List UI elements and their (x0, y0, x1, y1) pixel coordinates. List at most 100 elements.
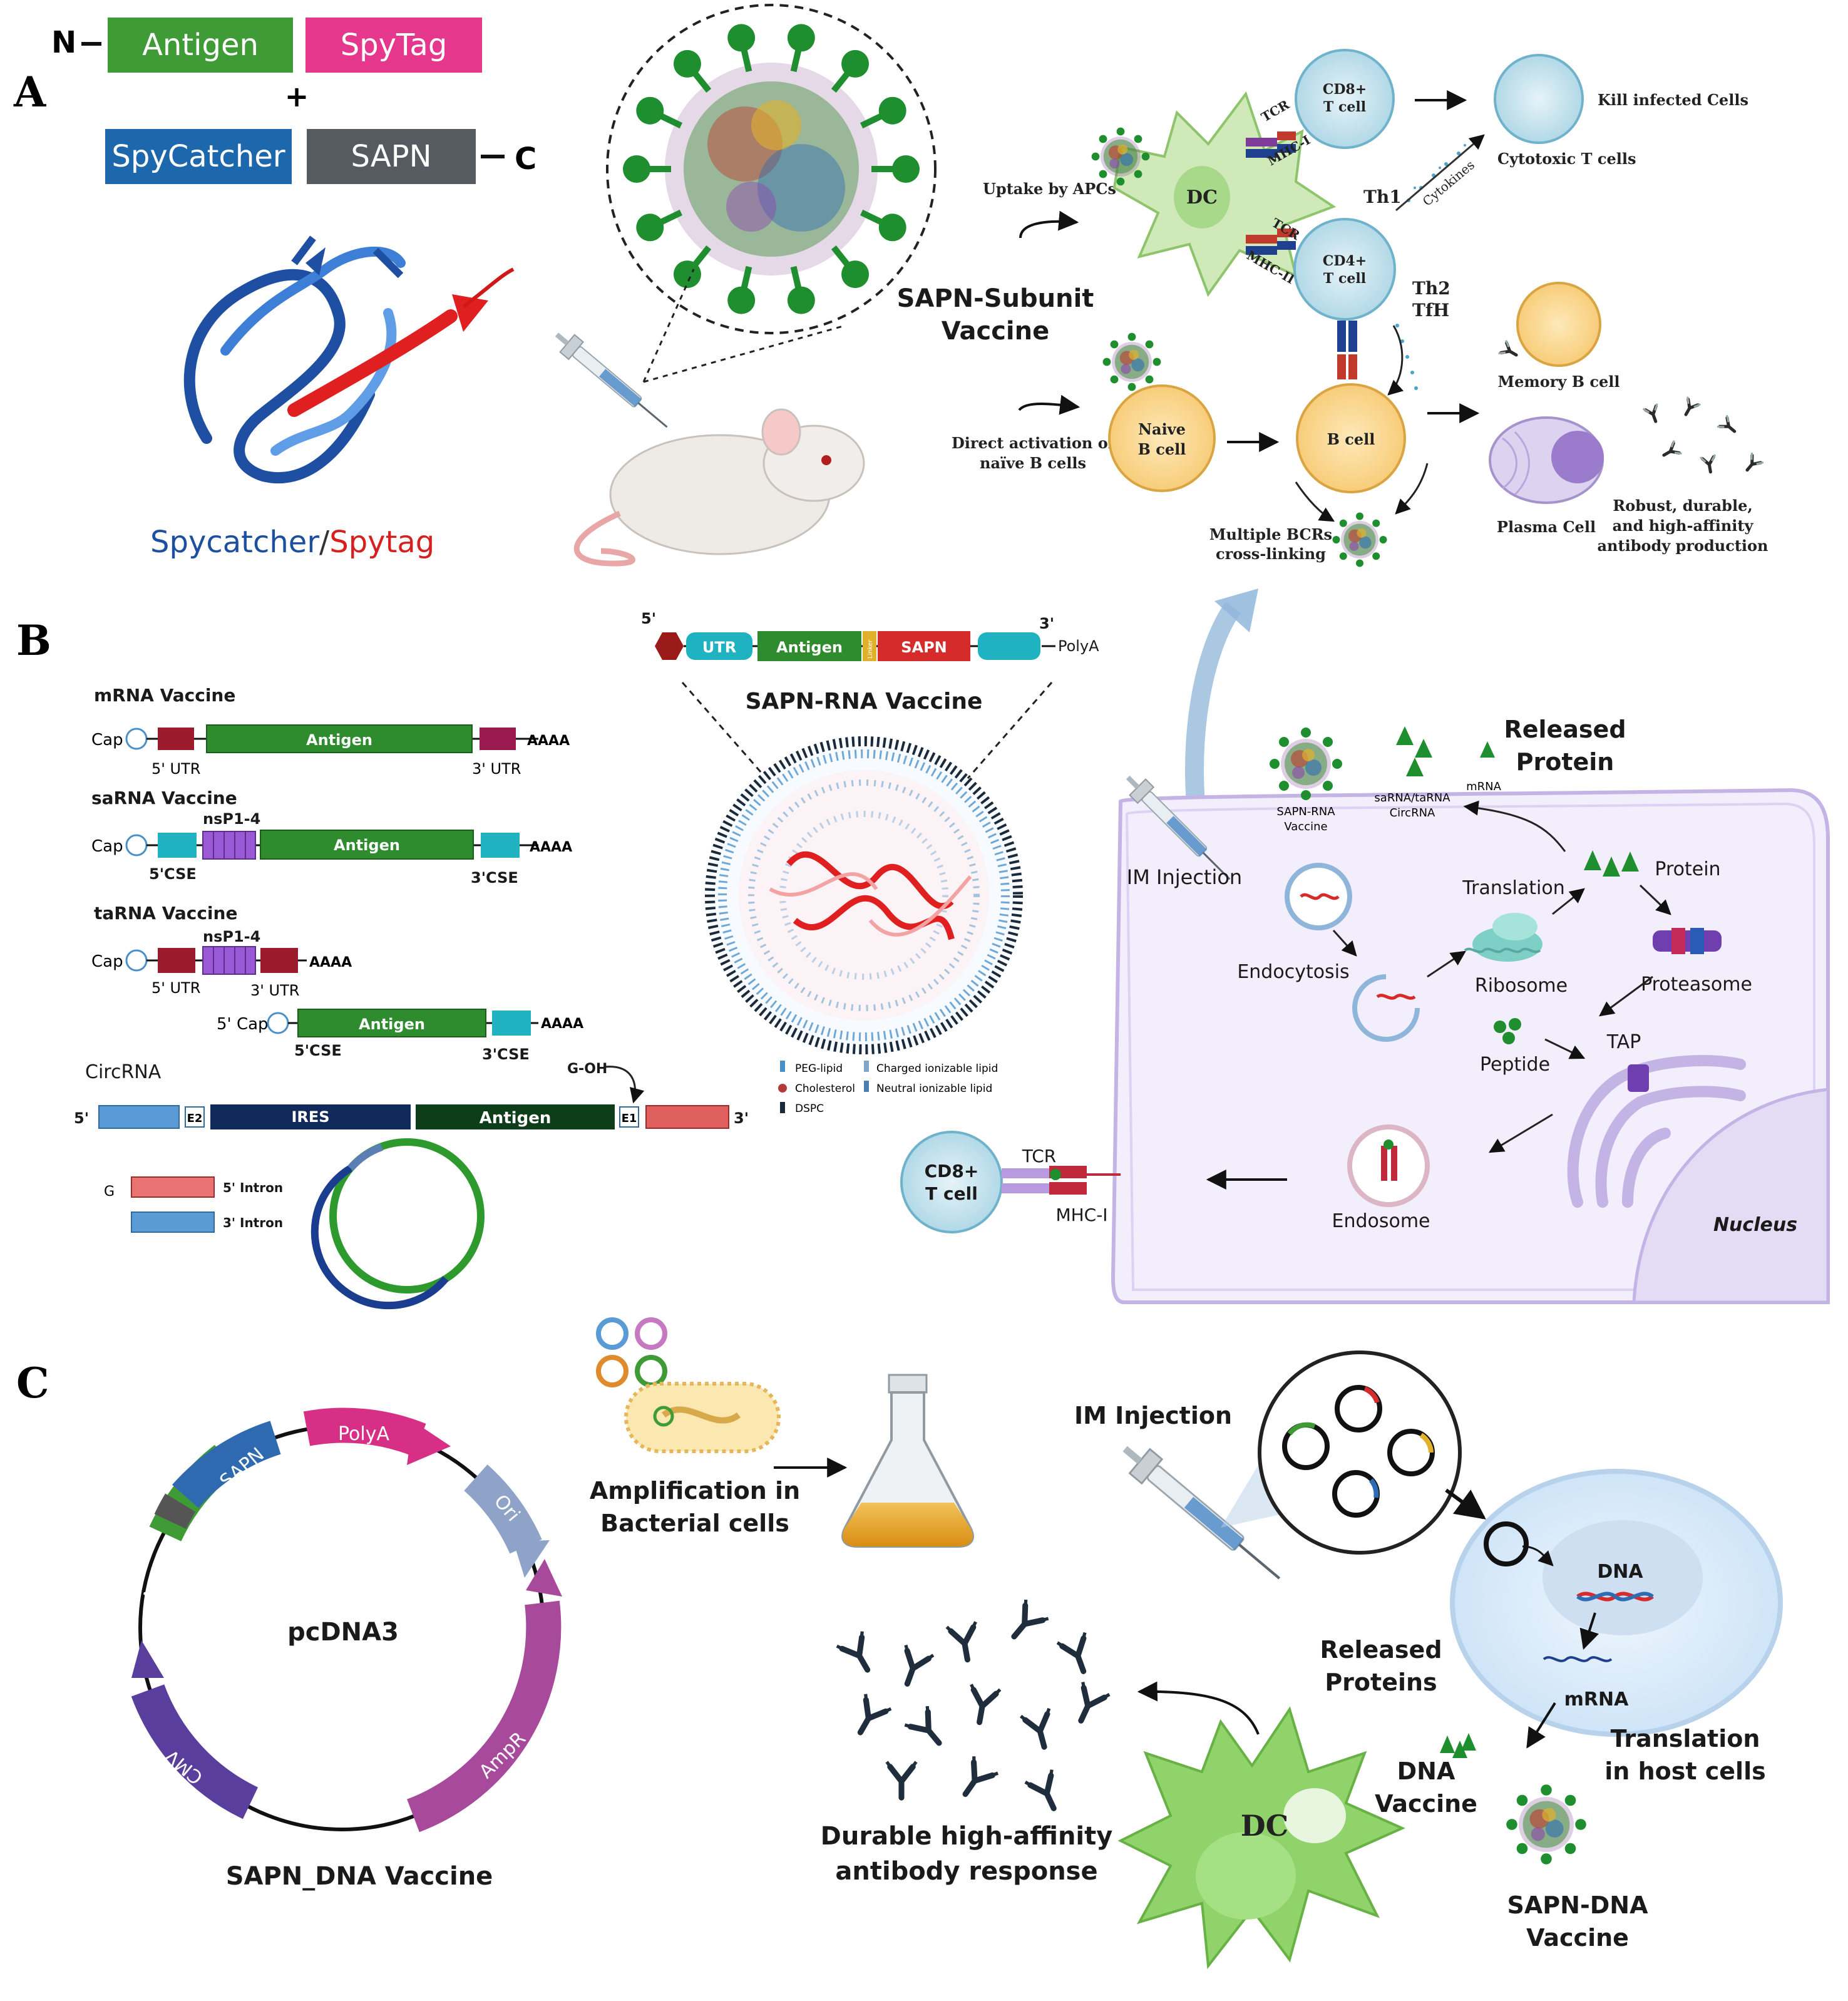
sarna-cap: Cap (91, 837, 123, 856)
spike-head (892, 155, 920, 183)
ribosome-icon (1464, 913, 1543, 962)
mrna-5utr: 5' UTR (151, 760, 200, 778)
legend-cholesterol: Cholesterol (795, 1083, 855, 1095)
vlp-crosslinking (1332, 512, 1387, 567)
cd8-label-b-1: CD8+ (925, 1161, 979, 1181)
antibody-icon (1003, 1600, 1049, 1646)
circrna-3prime: 3' (734, 1109, 749, 1127)
naive-label-1: Naive (1138, 420, 1186, 438)
endosome-icon (1347, 1124, 1430, 1207)
circrna-title: CircRNA (85, 1061, 162, 1083)
spike-head (623, 155, 650, 183)
protein-label-b: Protein (1655, 858, 1720, 880)
mrna-wave-c (1543, 1656, 1613, 1662)
legend-dspc: DSPC (795, 1103, 824, 1115)
dendritic-cell-c (1117, 1706, 1405, 1970)
multiple-bcrs-label-2: cross-linking (1216, 545, 1326, 563)
tarna-polya2: AAAA (541, 1016, 583, 1032)
circrna-3intron: 3' Intron (223, 1215, 283, 1230)
construct-antigen: Antigen (776, 639, 843, 656)
tcr-mhc1-complex-b (1002, 1166, 1121, 1195)
tarna-nsp-block (202, 946, 256, 975)
plasmid-rings (596, 1317, 667, 1387)
cd8-t-cell-a (1295, 49, 1395, 149)
antibody-icon (947, 1622, 982, 1662)
robust-label-2: and high-affinity (1613, 517, 1754, 535)
plasmid-zoom-circle (1258, 1350, 1462, 1555)
spike-head (636, 213, 664, 242)
circrna-ires: IRES (291, 1108, 329, 1126)
tap-label: TAP (1606, 1031, 1641, 1053)
host-cell-c (1450, 1469, 1783, 1737)
sarna-tarna-label-2: CircRNA (1390, 806, 1435, 820)
im-injection-label-b: IM Injection (1127, 865, 1242, 889)
spike-head (787, 24, 815, 52)
mrna-small-label: mRNA (1466, 780, 1502, 793)
cytotoxic-label: Cytotoxic T cells (1497, 150, 1636, 168)
mrna-label-c: mRNA (1564, 1689, 1629, 1710)
mrna-cap: Cap (91, 731, 123, 749)
mrna-polya: AAAA (527, 733, 570, 749)
circrna-goh: G-OH (567, 1061, 607, 1077)
endosome-label: Endosome (1332, 1210, 1430, 1232)
panel-letter-c: C (16, 1359, 49, 1407)
released-protein-label-1: Released (1504, 716, 1626, 743)
construct-sapn: SAPN (901, 639, 947, 656)
construct-polya: PolyA (1058, 637, 1099, 655)
sarna-nsp-block (202, 831, 256, 860)
direct-activation-label-2: naïve B cells (980, 454, 1086, 472)
spike-head (841, 49, 870, 78)
sarna-3cse: 3'CSE (471, 869, 518, 887)
th2-cytokine-dots (1395, 324, 1418, 390)
circrna-antigen: Antigen (480, 1109, 552, 1128)
sapn-block-label-a: SAPN (351, 139, 431, 174)
plasmid-in-cell (1484, 1521, 1529, 1566)
tarna-3utr: 3' UTR (250, 982, 299, 999)
spycatcher-block (105, 129, 292, 184)
antibody-icon (893, 1645, 933, 1689)
cd8-label-a-2: T cell (1323, 99, 1366, 115)
syringe-icon (548, 324, 675, 437)
antibody-icon (848, 1694, 891, 1740)
construct-utr1: UTR (702, 639, 736, 656)
plasmid-caption: SAPN_DNA Vaccine (226, 1862, 493, 1891)
endosome-open (1352, 974, 1420, 1042)
translation-label-c-2: in host cells (1604, 1757, 1765, 1785)
sarna-polya: AAAA (530, 840, 572, 855)
panel-letter-b: B (16, 616, 51, 665)
vlp-sapn-dna (1506, 1784, 1586, 1865)
legend-charged: Charged ionizable lipid (876, 1062, 998, 1075)
amplification-label-2: Bacterial cells (600, 1510, 789, 1537)
sarna-antigen: Antigen (334, 836, 400, 854)
structure-label: Spycatcher/Spytag (150, 525, 434, 560)
tarna-3cse: 3'CSE (482, 1046, 530, 1063)
cd8-label-a-1: CD8+ (1323, 81, 1367, 98)
antibody-icon (887, 1762, 916, 1798)
lipid-nanoparticle (705, 736, 1023, 1054)
plasmid-antigen: Antigen (138, 1533, 179, 1604)
lnp-legend: PEG-lipid Cholesterol DSPC Charged ioniz… (778, 1061, 998, 1115)
tap-transporter (1628, 1064, 1649, 1092)
b-cell (1296, 383, 1406, 493)
dna-vaccine-label-2: Vaccine (1375, 1790, 1477, 1818)
construct-3prime: 3' (1039, 615, 1054, 632)
cd8-t-cell-b (900, 1131, 1003, 1233)
antigen-block-label: Antigen (142, 28, 259, 63)
antibody-icon (837, 1632, 880, 1677)
sapn-block-a (307, 129, 476, 184)
panel-letter-a: A (13, 68, 46, 116)
cd4-label-a-1: CD4+ (1323, 253, 1367, 269)
tarna-5cap: 5' Cap (217, 1015, 269, 1034)
antibody-cluster-c (837, 1600, 1109, 1814)
sapn-subunit-vaccine-label-2: Vaccine (942, 317, 1050, 346)
c-terminus-label: C (515, 141, 536, 177)
plasmid-polya: PolyA (338, 1423, 389, 1445)
structure-label-spycatcher: Spycatcher (150, 525, 319, 560)
antigen-block (108, 18, 293, 73)
mrna-antigen: Antigen (306, 731, 372, 749)
bacteria-icon (624, 1382, 781, 1453)
spycatcher-block-label: SpyCatcher (111, 139, 285, 174)
spike-head (636, 96, 664, 125)
dna-label-c: DNA (1597, 1561, 1643, 1583)
